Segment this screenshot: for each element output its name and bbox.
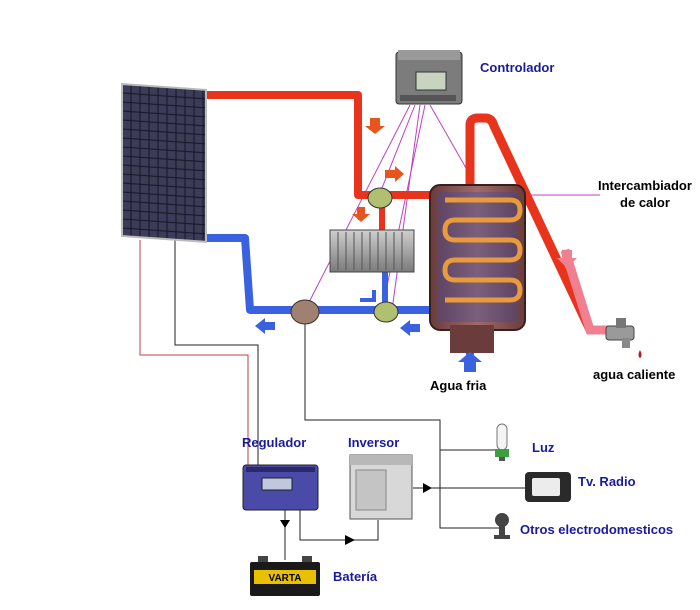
light-label: Luz bbox=[532, 440, 555, 455]
arrow-cold-elbow bbox=[360, 290, 376, 302]
arrow-left-cold-1 bbox=[255, 318, 275, 334]
arrow-down-hot-2 bbox=[352, 207, 370, 222]
tank-icon bbox=[429, 184, 526, 353]
heat-exchanger-label: Intercambiador de calor bbox=[598, 178, 692, 210]
flow-arrows bbox=[255, 118, 577, 545]
arrow-down-hot-1 bbox=[365, 118, 385, 134]
arrow-to-loads bbox=[423, 483, 432, 493]
controller-icon bbox=[395, 50, 463, 105]
cold-water-label: Agua fria bbox=[430, 378, 487, 393]
arrow-regulator-down bbox=[280, 520, 290, 528]
pump-icon bbox=[290, 299, 320, 325]
bulb-icon bbox=[495, 423, 509, 461]
valve-hot bbox=[367, 187, 393, 209]
regulator-label: Regulador bbox=[242, 435, 307, 450]
battery-icon bbox=[250, 556, 320, 596]
arrow-up-cold-inlet bbox=[458, 352, 482, 372]
arrow-to-inverter bbox=[345, 535, 355, 545]
wire-panel-negative bbox=[174, 240, 259, 470]
control-wire-4 bbox=[429, 104, 471, 176]
regulator-icon bbox=[242, 464, 319, 511]
valve-cold bbox=[373, 301, 399, 323]
arrow-left-cold-2 bbox=[400, 320, 420, 336]
controller-label: Controlador bbox=[480, 60, 555, 75]
arrow-down-hot-3 bbox=[557, 250, 577, 268]
tv-radio-label: Tv. Radio bbox=[578, 474, 636, 489]
wire-regulator-inverter bbox=[299, 510, 379, 541]
inverter-label: Inversor bbox=[348, 435, 400, 450]
control-wire-1 bbox=[379, 104, 416, 194]
other-appliances-label: Otros electrodomesticos bbox=[520, 522, 674, 537]
battery-brand: VARTA bbox=[269, 573, 302, 584]
solar-panel-icon bbox=[121, 82, 207, 243]
tv-icon bbox=[525, 472, 571, 502]
control-wire-3 bbox=[381, 104, 426, 311]
appliance-icon bbox=[494, 513, 510, 539]
inverter-icon bbox=[349, 454, 413, 520]
hot-water-label: agua caliente bbox=[593, 367, 676, 382]
radiator-icon bbox=[329, 229, 415, 273]
hot-water-outlet-pipe bbox=[465, 113, 612, 335]
wire-panel-positive bbox=[139, 240, 249, 470]
battery-label: Batería bbox=[333, 569, 378, 584]
wire-bus-vertical bbox=[439, 450, 500, 529]
wire-pump-to-loads bbox=[304, 318, 441, 450]
control-wire-2 bbox=[391, 104, 421, 311]
arrow-right-hot bbox=[385, 166, 404, 182]
faucet-icon bbox=[605, 318, 642, 358]
